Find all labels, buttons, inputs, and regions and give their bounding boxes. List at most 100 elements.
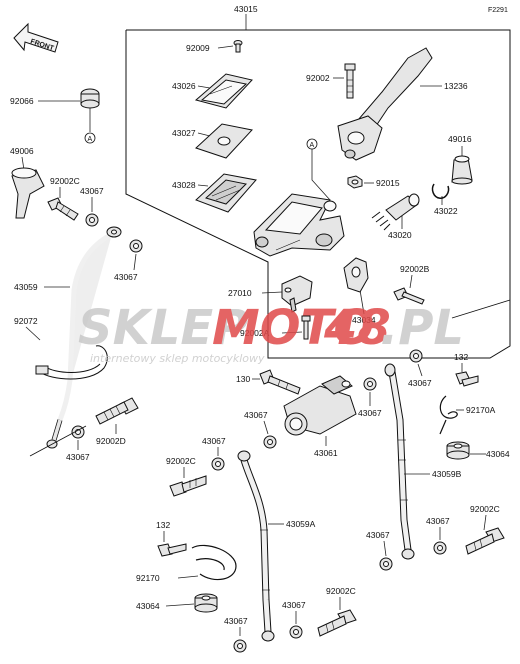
washer-43067-i	[211, 457, 225, 471]
label-43034: 43034	[352, 315, 376, 325]
brake-hose-43059B	[384, 363, 415, 560]
label-43067-h: 43067	[366, 530, 390, 540]
banjo-bolt-92002C-a	[47, 197, 79, 221]
divider-right	[451, 299, 511, 319]
assembly-frame	[125, 29, 511, 359]
watermark-brand-part1: SKLEP	[78, 300, 248, 356]
label-43028: 43028	[172, 180, 196, 190]
watermark: SKLEP MOTO 48 .PL internetowy sklep moto…	[78, 300, 464, 365]
reservoir-cap-43026	[194, 73, 253, 109]
label-43020: 43020	[388, 230, 412, 240]
grommet-43064-b	[194, 593, 218, 613]
bolt-130	[259, 369, 301, 395]
nut-92015	[347, 175, 363, 189]
bolt-92002A	[301, 315, 311, 340]
label-43067-d: 43067	[244, 410, 268, 420]
banjo-bolt-92002C-d	[317, 609, 357, 637]
label-92002C-b: 92002C	[470, 504, 500, 514]
watermark-brand-part2: MOTO	[212, 300, 374, 356]
grommet-43064-a	[446, 441, 470, 460]
label-43064-b: 43064	[136, 601, 160, 611]
label-92015: 92015	[376, 178, 400, 188]
label-92072: 92072	[14, 316, 38, 326]
label-92002A: 92002A	[240, 328, 270, 338]
watermark-brand-part4: .PL	[380, 300, 464, 356]
brake-hose-43059A	[237, 450, 275, 642]
cap-92066	[80, 88, 100, 109]
front-arrow-icon: FRONT	[13, 22, 59, 53]
label-43067-b: 43067	[114, 272, 138, 282]
label-92002C-c: 92002C	[166, 456, 196, 466]
washer-43067-k	[289, 625, 303, 639]
figure-code: F2291	[488, 7, 508, 14]
label-132-a: 132	[454, 352, 468, 362]
label-92002D: 92002D	[96, 436, 126, 446]
label-43067-i: 43067	[202, 436, 226, 446]
diaphragm-43028	[195, 173, 257, 213]
label-132-b: 132	[156, 520, 170, 530]
rubber-cap-49006	[11, 167, 45, 219]
watermark-brand-part3: 48	[323, 300, 391, 356]
ref-marker-a2-label: A	[88, 136, 93, 143]
watermark-tagline: internetowy sklep motocyklowy	[90, 352, 265, 365]
bolt-132-a	[455, 371, 479, 387]
bolt-92002D	[95, 397, 139, 425]
master-cylinder-body	[253, 193, 345, 257]
label-43015: 43015	[234, 4, 258, 14]
label-92002B: 92002B	[400, 264, 430, 274]
bolt-132-b	[157, 543, 187, 557]
label-49006: 49006	[10, 146, 34, 156]
label-92002C-d: 92002C	[326, 586, 356, 596]
label-130: 130	[236, 374, 250, 384]
cylinder-43061	[283, 375, 357, 436]
dust-boot-49016	[451, 155, 473, 185]
brake-lever-13236	[337, 47, 433, 161]
label-92002C-a: 92002C	[50, 176, 80, 186]
label-92066: 92066	[10, 96, 34, 106]
label-27010: 27010	[228, 288, 252, 298]
label-43061: 43061	[314, 448, 338, 458]
washer-43067-e	[363, 377, 377, 391]
label-43027: 43027	[172, 128, 196, 138]
label-43067-k: 43067	[282, 600, 306, 610]
brake-switch-27010	[281, 275, 313, 313]
label-43067-g: 43067	[426, 516, 450, 526]
label-92170A: 92170A	[466, 405, 496, 415]
banjo-bolt-92002C-c	[169, 475, 207, 497]
bolt-92002B	[393, 287, 425, 305]
label-43059B: 43059B	[432, 469, 462, 479]
washer-43067-j	[233, 639, 247, 653]
clip-92170	[191, 544, 237, 581]
label-43059: 43059	[14, 282, 38, 292]
circlip-43022	[431, 183, 450, 199]
banjo-bolt-92002C-b	[465, 527, 505, 555]
label-43067-a: 43067	[80, 186, 104, 196]
ref-marker-a2-icon	[84, 132, 96, 144]
label-43067-j: 43067	[224, 616, 248, 626]
divider-left	[29, 425, 87, 457]
brake-hose-43059	[46, 226, 122, 449]
label-43064-a: 43064	[486, 449, 510, 459]
label-92170: 92170	[136, 573, 160, 583]
washer-43067-a	[85, 213, 99, 227]
label-92009: 92009	[186, 43, 210, 53]
label-43022: 43022	[434, 206, 458, 216]
label-49016: 49016	[448, 134, 472, 144]
washer-43067-c	[409, 349, 423, 363]
clamp-92072	[35, 345, 108, 380]
ref-marker-a-label: A	[310, 142, 315, 149]
label-43067-f: 43067	[66, 452, 90, 462]
screw-92009	[233, 40, 243, 53]
washer-43067-b	[129, 239, 143, 253]
label-13236: 13236	[444, 81, 468, 91]
washer-43067-d	[263, 435, 277, 449]
washer-43067-g	[433, 541, 447, 555]
washer-43067-h	[379, 557, 393, 571]
plate-43027	[195, 123, 253, 159]
label-43067-c: 43067	[408, 378, 432, 388]
pivot-bolt-92002	[344, 63, 356, 99]
label-43067-e: 43067	[358, 408, 382, 418]
label-43026: 43026	[172, 81, 196, 91]
label-43059A: 43059A	[286, 519, 316, 529]
